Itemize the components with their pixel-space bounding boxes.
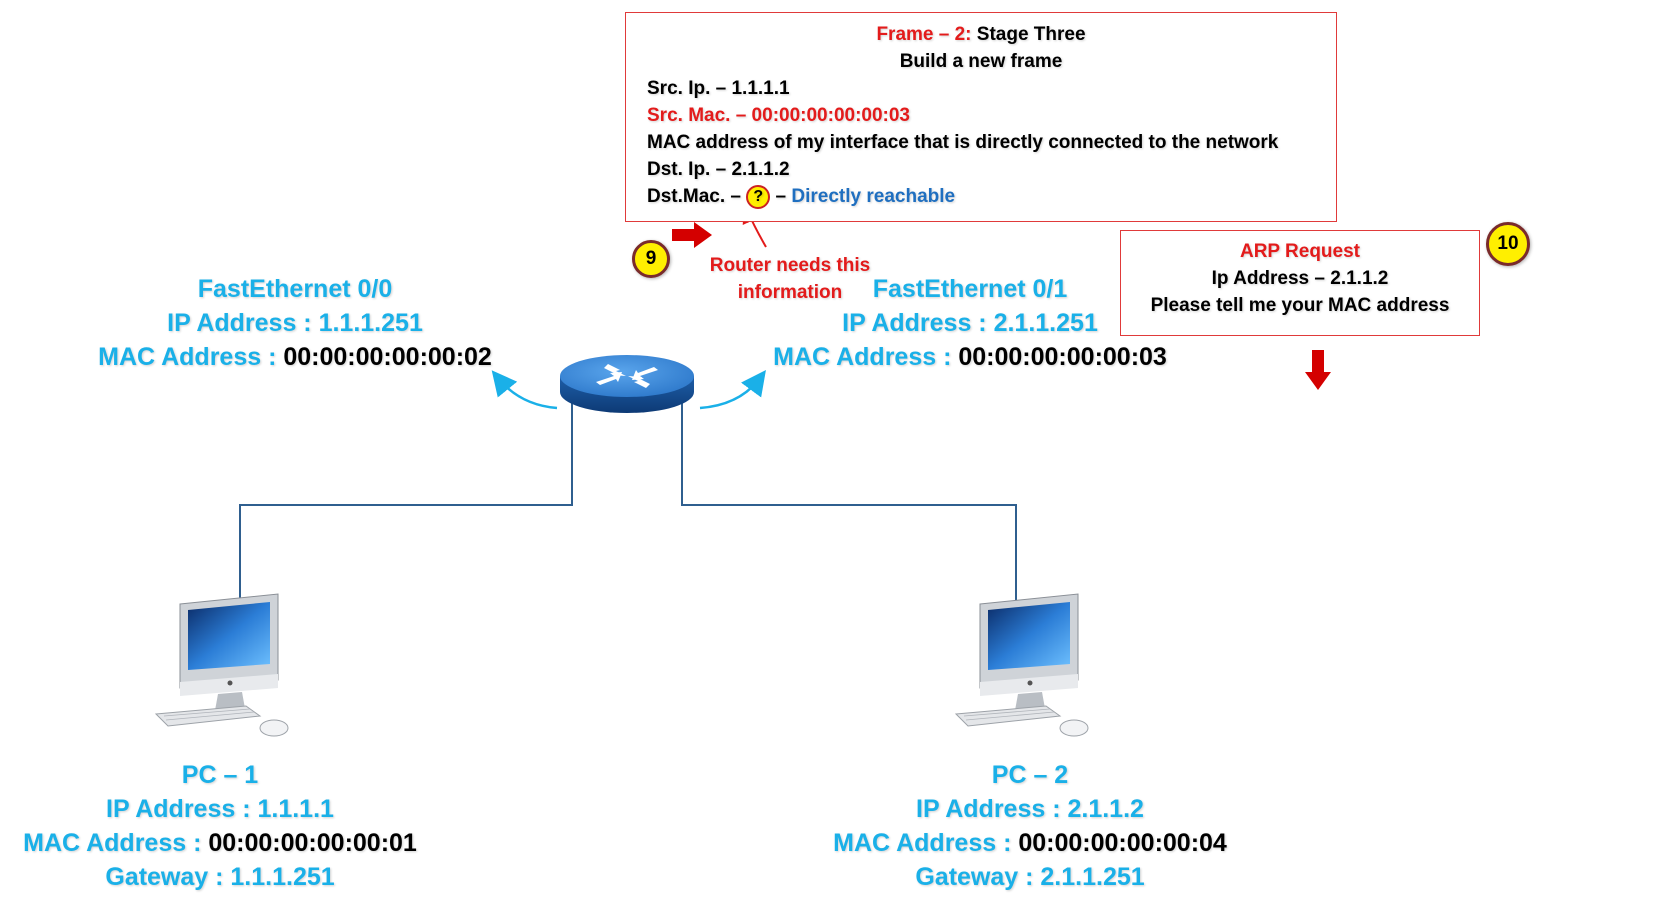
annotation-line-2: information	[737, 282, 843, 303]
pc1-ip: IP Address : 1.1.1.1	[106, 795, 334, 823]
frame-stage-label: Stage Three	[976, 24, 1086, 45]
fa00-mac-value: 00:00:00:00:00:02	[283, 343, 492, 371]
pc2-labels: PC – 2 IP Address : 2.1.1.2 MAC Address …	[820, 758, 1240, 894]
arp-request-box: ARP Request Ip Address – 2.1.1.2 Please …	[1120, 230, 1480, 336]
arp-arrow-down	[1305, 350, 1331, 390]
step9-arrow-right	[672, 222, 712, 248]
fa01-mac-value: 00:00:00:00:00:03	[958, 343, 1167, 371]
link-router-pc2	[681, 400, 1017, 600]
pc1-mac-value: 00:00:00:00:00:01	[208, 829, 417, 857]
fa00-mac-label: MAC Address :	[98, 343, 277, 371]
dst-mac-note: Directly reachable	[791, 186, 956, 207]
pc1-computer-icon	[154, 593, 289, 737]
arp-ip-line: Ip Address – 2.1.1.2	[1211, 268, 1389, 289]
step-10-badge: 10	[1486, 222, 1530, 266]
arp-title: ARP Request	[1239, 241, 1360, 262]
frame-mac-note: MAC address of my interface that is dire…	[647, 132, 1279, 153]
frame-dst-ip: Dst. Ip. – 2.1.1.2	[647, 159, 790, 180]
pc2-ip: IP Address : 2.1.1.2	[916, 795, 1144, 823]
pc2-computer-icon	[954, 593, 1089, 737]
router-icon	[560, 355, 694, 413]
pc2-mac-label: MAC Address :	[833, 829, 1012, 857]
pc2-gateway: Gateway : 2.1.1.251	[915, 863, 1145, 891]
fa01-name: FastEthernet 0/1	[872, 275, 1068, 303]
pc1-name: PC – 1	[181, 761, 259, 789]
fa00-name: FastEthernet 0/0	[197, 275, 393, 303]
link-router-pc1	[239, 400, 573, 598]
fa01-mac-label: MAC Address :	[773, 343, 952, 371]
pc2-mac: MAC Address : 00:00:00:00:00:04	[820, 826, 1240, 860]
step-9-badge: 9	[632, 240, 670, 278]
pc1-mac: MAC Address : 00:00:00:00:00:01	[10, 826, 430, 860]
pc1-gateway: Gateway : 1.1.1.251	[105, 863, 335, 891]
pc2-mac-value: 00:00:00:00:00:04	[1018, 829, 1227, 857]
annotation-line-1: Router needs this	[709, 255, 871, 276]
frame-src-mac: Src. Mac. – 00:00:00:00:00:03	[647, 105, 910, 126]
fa00-ip: IP Address : 1.1.1.251	[167, 309, 423, 337]
router-fa01-labels: FastEthernet 0/1 IP Address : 2.1.1.251 …	[760, 272, 1180, 374]
fa01-mac: MAC Address : 00:00:00:00:00:03	[760, 340, 1180, 374]
frame-box-title: Frame – 2: Stage Three	[626, 21, 1336, 48]
frame-info-box: Frame – 2: Stage Three Build a new frame…	[625, 12, 1337, 222]
arrow-to-fa00	[491, 370, 558, 410]
pc2-name: PC – 2	[991, 761, 1069, 789]
arp-mac-request-line: Please tell me your MAC address	[1150, 295, 1450, 316]
fa01-ip: IP Address : 2.1.1.251	[842, 309, 1098, 337]
dst-mac-dash: –	[775, 186, 787, 207]
frame-subtitle: Build a new frame	[899, 51, 1063, 72]
router-needs-info-annotation: Router needs this information	[690, 252, 890, 306]
fa00-mac: MAC Address : 00:00:00:00:00:02	[90, 340, 500, 374]
pc1-mac-label: MAC Address :	[23, 829, 202, 857]
frame-title-label: Frame – 2:	[876, 24, 972, 45]
unknown-mac-question-badge: ?	[746, 184, 771, 209]
frame-src-ip: Src. Ip. – 1.1.1.1	[647, 78, 790, 99]
dst-mac-prefix: Dst.Mac. –	[647, 186, 741, 207]
frame-dst-mac: Dst.Mac. – ? – Directly reachable	[647, 183, 1336, 210]
router-fa00-labels: FastEthernet 0/0 IP Address : 1.1.1.251 …	[90, 272, 500, 374]
pc1-labels: PC – 1 IP Address : 1.1.1.1 MAC Address …	[10, 758, 430, 894]
arrow-to-fa01	[699, 369, 766, 410]
